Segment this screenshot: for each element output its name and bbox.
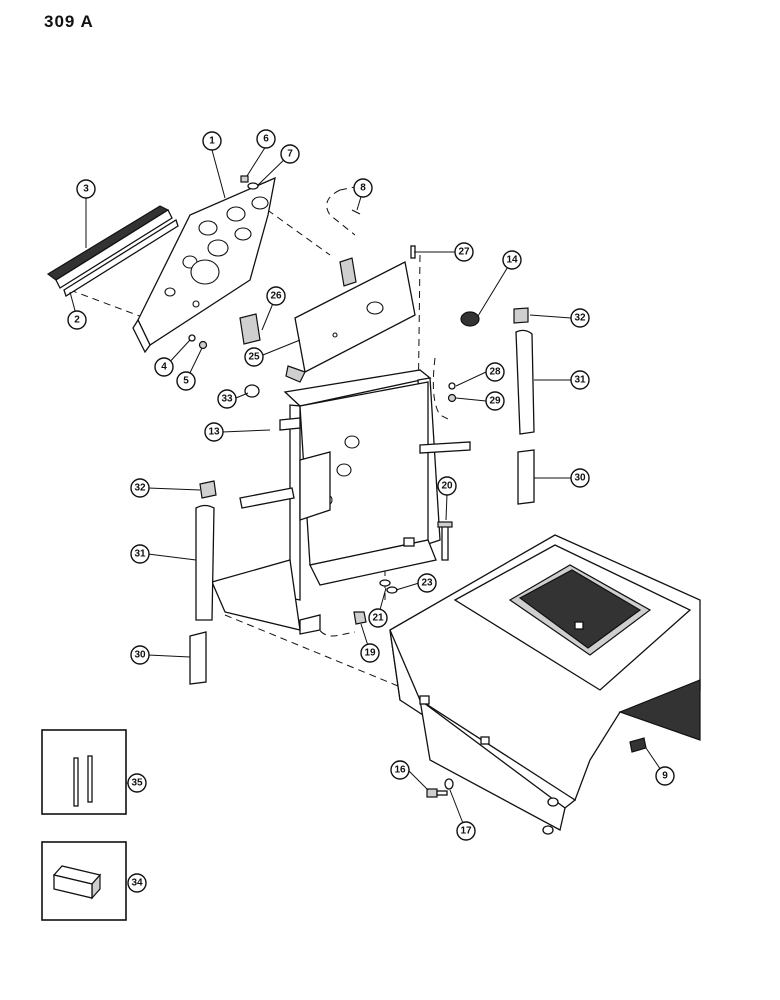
svg-text:30: 30 xyxy=(134,650,146,661)
part-30-block-right xyxy=(517,449,535,505)
part-25-support-bracket xyxy=(285,261,416,383)
part-17-washer xyxy=(444,778,454,790)
callout-2: 2 xyxy=(67,310,87,330)
part-31-tube-left xyxy=(195,504,215,621)
svg-text:29: 29 xyxy=(489,396,501,407)
callout-27: 27 xyxy=(454,242,474,262)
callout-16: 16 xyxy=(390,760,410,780)
part-32-cap-right xyxy=(513,307,529,324)
part-26-spacer-blocks xyxy=(239,257,357,345)
svg-text:32: 32 xyxy=(574,313,586,324)
callout-25: 25 xyxy=(244,347,264,367)
inset-35-box xyxy=(41,729,127,815)
part-14-grommet xyxy=(460,311,480,327)
svg-text:20: 20 xyxy=(441,481,453,492)
callout-1: 1 xyxy=(202,131,222,151)
part-5-nut xyxy=(198,340,208,350)
part-29-nut xyxy=(447,393,457,403)
svg-text:26: 26 xyxy=(270,291,282,302)
svg-text:31: 31 xyxy=(134,549,146,560)
svg-text:35: 35 xyxy=(131,778,143,789)
svg-text:19: 19 xyxy=(364,648,376,659)
callout-30-right: 30 xyxy=(570,468,590,488)
svg-text:17: 17 xyxy=(460,826,472,837)
callout-29: 29 xyxy=(485,391,505,411)
callout-19: 19 xyxy=(360,643,380,663)
svg-text:28: 28 xyxy=(489,367,501,378)
callout-23: 23 xyxy=(417,573,437,593)
part-2-flat-strip xyxy=(63,219,179,297)
part-31-tube-right xyxy=(515,329,535,435)
svg-text:27: 27 xyxy=(458,247,470,258)
callout-32-right: 32 xyxy=(570,308,590,328)
callout-35: 35 xyxy=(127,773,147,793)
part-23-washer xyxy=(386,586,398,594)
callout-28: 28 xyxy=(485,362,505,382)
svg-text:16: 16 xyxy=(394,765,406,776)
callout-9: 9 xyxy=(655,766,675,786)
svg-text:6: 6 xyxy=(263,134,269,145)
part-3-channel-strip xyxy=(46,205,173,289)
page-number: 309 A xyxy=(44,12,94,31)
svg-text:33: 33 xyxy=(221,394,233,405)
part-8-pin xyxy=(351,209,361,215)
callout-14: 14 xyxy=(502,250,522,270)
part-4-lockwasher xyxy=(188,334,196,342)
svg-text:2: 2 xyxy=(74,315,80,326)
svg-text:32: 32 xyxy=(134,483,146,494)
part-1-instrument-panel xyxy=(132,176,276,354)
part-9-clip xyxy=(629,737,647,753)
svg-text:9: 9 xyxy=(662,771,668,782)
callout-5: 5 xyxy=(176,371,196,391)
callout-31-right: 31 xyxy=(570,370,590,390)
svg-text:30: 30 xyxy=(574,473,586,484)
svg-text:8: 8 xyxy=(360,183,366,194)
part-32-cap-left xyxy=(199,480,217,499)
part-20-bolt xyxy=(437,521,453,561)
part-21-washer xyxy=(379,579,391,587)
callout-13: 13 xyxy=(204,422,224,442)
svg-text:5: 5 xyxy=(183,376,189,387)
callout-17: 17 xyxy=(456,821,476,841)
svg-text:34: 34 xyxy=(131,878,143,889)
callout-4: 4 xyxy=(154,357,174,377)
part-30-block-left xyxy=(189,631,207,685)
hood-cowl xyxy=(389,534,701,835)
callout-8: 8 xyxy=(353,178,373,198)
svg-text:21: 21 xyxy=(372,613,384,624)
callout-26: 26 xyxy=(266,286,286,306)
callout-33: 33 xyxy=(217,389,237,409)
callout-6: 6 xyxy=(256,129,276,149)
callout-30-left: 30 xyxy=(130,645,150,665)
svg-text:4: 4 xyxy=(161,362,167,373)
part-33-plug xyxy=(244,384,260,398)
svg-text:31: 31 xyxy=(574,375,586,386)
part-28-washer xyxy=(448,382,456,390)
callout-3: 3 xyxy=(76,179,96,199)
callout-34: 34 xyxy=(127,873,147,893)
callout-21: 21 xyxy=(368,608,388,628)
part-19-nut xyxy=(353,611,367,625)
svg-text:1: 1 xyxy=(209,136,215,147)
callout-20: 20 xyxy=(437,476,457,496)
svg-text:23: 23 xyxy=(421,578,433,589)
part-13-frame-housing xyxy=(211,369,471,635)
inset-34-box xyxy=(41,841,127,921)
part-16-bolt xyxy=(426,788,448,798)
svg-text:25: 25 xyxy=(248,352,260,363)
svg-text:13: 13 xyxy=(208,427,220,438)
callout-31-left: 31 xyxy=(130,544,150,564)
part-7-washer xyxy=(247,182,259,190)
svg-text:14: 14 xyxy=(506,255,518,266)
callout-32-left: 32 xyxy=(130,478,150,498)
callout-7: 7 xyxy=(280,144,300,164)
svg-text:3: 3 xyxy=(83,184,89,195)
svg-text:7: 7 xyxy=(287,149,293,160)
part-6-bolt xyxy=(240,175,249,183)
